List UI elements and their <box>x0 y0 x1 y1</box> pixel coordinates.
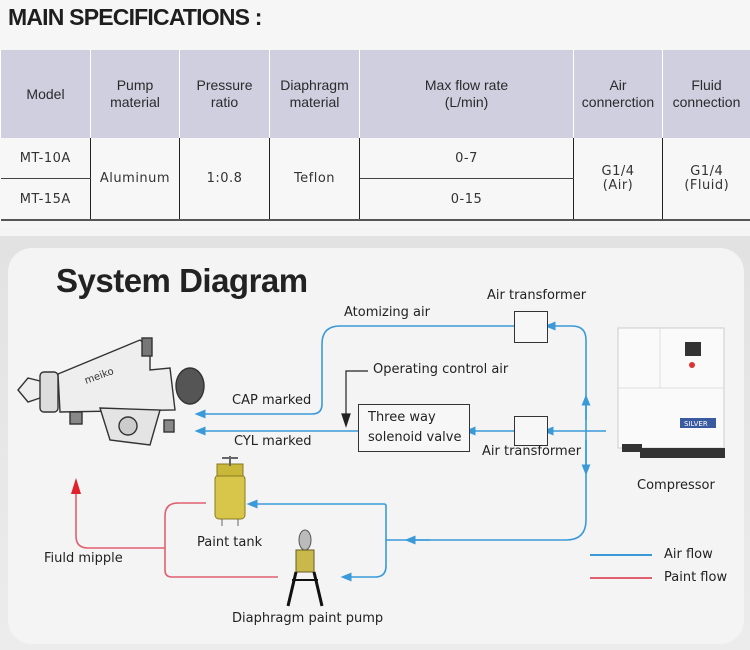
fluid-nipple-label: Fiuld mipple <box>44 551 123 566</box>
cyl-marked-label: CYL marked <box>234 434 312 449</box>
paint-line-nipple <box>75 488 165 549</box>
air-transformer-bottom-box <box>514 416 548 446</box>
cell-max-flow: 0-7 <box>359 138 574 179</box>
paint-flow-lines <box>75 488 278 578</box>
column-header-model: Model <box>0 50 91 138</box>
paint-tank-icon <box>214 456 246 526</box>
solenoid-valve-label: Three way solenoid valve <box>368 410 462 445</box>
cell-pump-material: Aluminum <box>90 138 180 221</box>
air-transformer-top-box <box>514 311 548 343</box>
compressor-icon: SILVER <box>617 327 725 458</box>
cell-air-connection: G1/4(Air) <box>573 138 663 221</box>
air-line-riser <box>544 321 587 431</box>
table-row: MT-15A 0-15 <box>0 178 750 221</box>
air-line-tank <box>246 499 387 540</box>
legend-paint-label: Paint flow <box>664 570 728 585</box>
air-line-return <box>386 431 587 541</box>
air-flow-lines <box>194 321 606 582</box>
control-air-arrow <box>341 370 368 428</box>
diagram-title: System Diagram <box>56 262 308 299</box>
paint-line-loop <box>164 502 278 578</box>
atomizing-air-label: Atomizing air <box>344 305 430 320</box>
table-row: MT-10A Aluminum 1:0.8 Teflon 0-7 G1/4(Ai… <box>0 138 750 221</box>
diaphragm-pump-icon <box>286 529 324 607</box>
air-transformer-top-label: Air transformer <box>487 288 587 303</box>
legend-air-label: Air flow <box>664 547 713 562</box>
cell-max-flow: 0-15 <box>359 178 574 221</box>
cell-model: MT-15A <box>0 178 91 221</box>
cell-pressure-ratio: 1:0.8 <box>179 138 270 221</box>
spray-gun-icon: meiko <box>17 337 205 446</box>
compressor-brand: SILVER <box>684 420 708 428</box>
page-title: MAIN SPECIFICATIONS : <box>8 4 262 30</box>
solenoid-valve-box <box>358 404 470 452</box>
paint-arrow-icon <box>71 478 81 494</box>
paint-tank-label: Paint tank <box>197 535 263 550</box>
cell-fluid-connection: G1/4(Fluid) <box>662 138 750 221</box>
air-transformer-bottom-label: Air transformer <box>482 444 582 459</box>
diaphragm-pump-label: Diaphragm paint pump <box>232 611 384 626</box>
air-line-cap <box>194 325 516 419</box>
operating-control-air-label: Operating control air <box>373 362 509 377</box>
cell-model: MT-10A <box>0 138 91 179</box>
cap-marked-label: CAP marked <box>232 393 312 408</box>
compressor-label: Compressor <box>637 478 715 493</box>
air-line-pump <box>340 540 387 582</box>
column-header-max-flow-rate: Max flow rate(L/min) <box>359 50 574 138</box>
